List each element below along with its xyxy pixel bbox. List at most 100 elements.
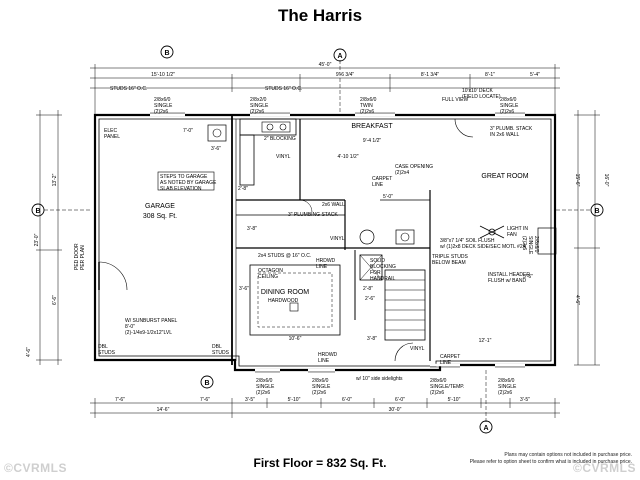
dim-top-a: 15'-10 1/2" [151,72,175,78]
dim-bottom-b: 7'-6" [115,397,125,403]
dim-left-c: 6'-6" [52,295,58,305]
window-9-label: 2/8x6/0SINGLE(2)2x6 [521,236,539,255]
dim-top-c: 8'-1 3/4" [421,72,440,78]
dim-right-b: 15'-6" [574,174,580,187]
stair [384,269,426,341]
dim-bottom-i: 3'-5" [520,397,530,403]
dim-top-d: 8'-1" [485,72,495,78]
dim-3-8: 3'-8" [247,226,257,232]
ceiling-fan [479,225,505,239]
watermark-right: ©CVRMLS [572,461,636,475]
dim-left-d: 4'-6" [26,347,32,357]
marker-a-bottom-label: A [483,425,488,432]
dim-bottom-g: 6'-0" [395,397,405,403]
studs-top-2-label: STUDS 16" O.C. [265,86,302,92]
windows-bottom [255,363,525,372]
dim-bottom-overall: 30'-0" [389,407,402,413]
dim-2-8b: 2'-8" [363,286,373,292]
dim-2-8: 2'-8" [238,186,248,192]
ped-door-label: PED DOORPER PLAN [74,243,86,270]
dim-bottom-h: 5'-10" [448,397,461,403]
section-marker-a-bottom [479,420,493,434]
dim-right-c: 4'-6" [574,295,580,305]
dim-top-e: 5'-4" [530,72,540,78]
dim-top-overall: 45'-0" [319,62,332,68]
dim-great-width: 12'-1" [479,338,492,344]
sidelights-label: w/ 10" side sidelights [356,376,403,382]
kitchen-counter [239,118,297,136]
watermark-left: ©CVRMLS [4,461,68,475]
exterior-wall-outline [93,113,557,372]
blocking-label: 2" BLOCKING [264,136,296,142]
great-room-label: GREAT ROOM [481,173,528,180]
dimension-lines [36,64,600,418]
section-marker-a-top [333,48,347,62]
studs-16-label: 2x4 STUDS @ 16" O.C. [258,253,311,259]
dim-left-a: 23'-0" [34,233,40,246]
dim-7-0: 7'-0" [183,128,193,134]
dim-bottom-c: 7'-6" [200,397,210,403]
plan-title: The Harris [277,6,363,25]
dim-bottom-d: 3'-5" [245,397,255,403]
disclaimer-line-1: Plans may contain options not included i… [504,452,632,458]
studs-top-1-label: STUDS 16" O.C. [110,86,147,92]
wall-2x6-label: 2x6 WALL [322,202,345,208]
full-view-label: FULL VIEW [442,97,468,103]
dim-5-6: 5'-6" [523,274,533,280]
vinyl-1-label: VINYL [276,154,291,160]
case-opening-label: CASE OPENING(2)2x4 [395,164,433,176]
dim-3-6: 3'-6" [211,146,221,152]
disclaimer-line-2: Please refer to option sheet to confirm … [469,459,632,465]
garage-label: GARAGE [145,203,175,210]
dim-2-6: 2'-6" [365,296,375,302]
dim-breakfast: 9'-4 1/2" [363,138,382,144]
marker-b-bottom-label: B [204,380,209,387]
dim-5-0: 5'-0" [383,194,393,200]
dim-right-a: 16'-0" [603,174,609,187]
breakfast-label: BREAKFAST [351,123,393,130]
section-marker-b-bottom [200,375,214,389]
floor-area-caption: First Floor = 832 Sq. Ft. [253,456,387,470]
dim-3-8b: 3'-8" [367,336,377,342]
marker-a-top-label: A [337,53,342,60]
vinyl-3-label: VINYL [410,346,425,352]
marker-b-left-label: B [35,208,40,215]
marker-b-right-label: B [594,208,599,215]
dim-4-10: 4'-10 1/2" [337,154,358,160]
section-marker-b-left [31,203,45,217]
dim-bottom-a: 14'-6" [157,407,170,413]
garage-area-label: 308 Sq. Ft. [143,213,177,220]
dim-bottom-e: 5'-10" [288,397,301,403]
garage-door-swing [98,261,128,291]
dim-dining-width: 10'-6" [289,336,302,342]
section-marker-b-top [160,45,174,59]
dim-bottom-f: 6'-0" [342,397,352,403]
deck-door-label: 10'x10' DECK(FIELD LOCATE) [462,88,501,100]
vinyl-2-label: VINYL [330,236,345,242]
deck-door-swing [454,118,474,138]
dim-3-6b: 3'-6" [239,286,249,292]
